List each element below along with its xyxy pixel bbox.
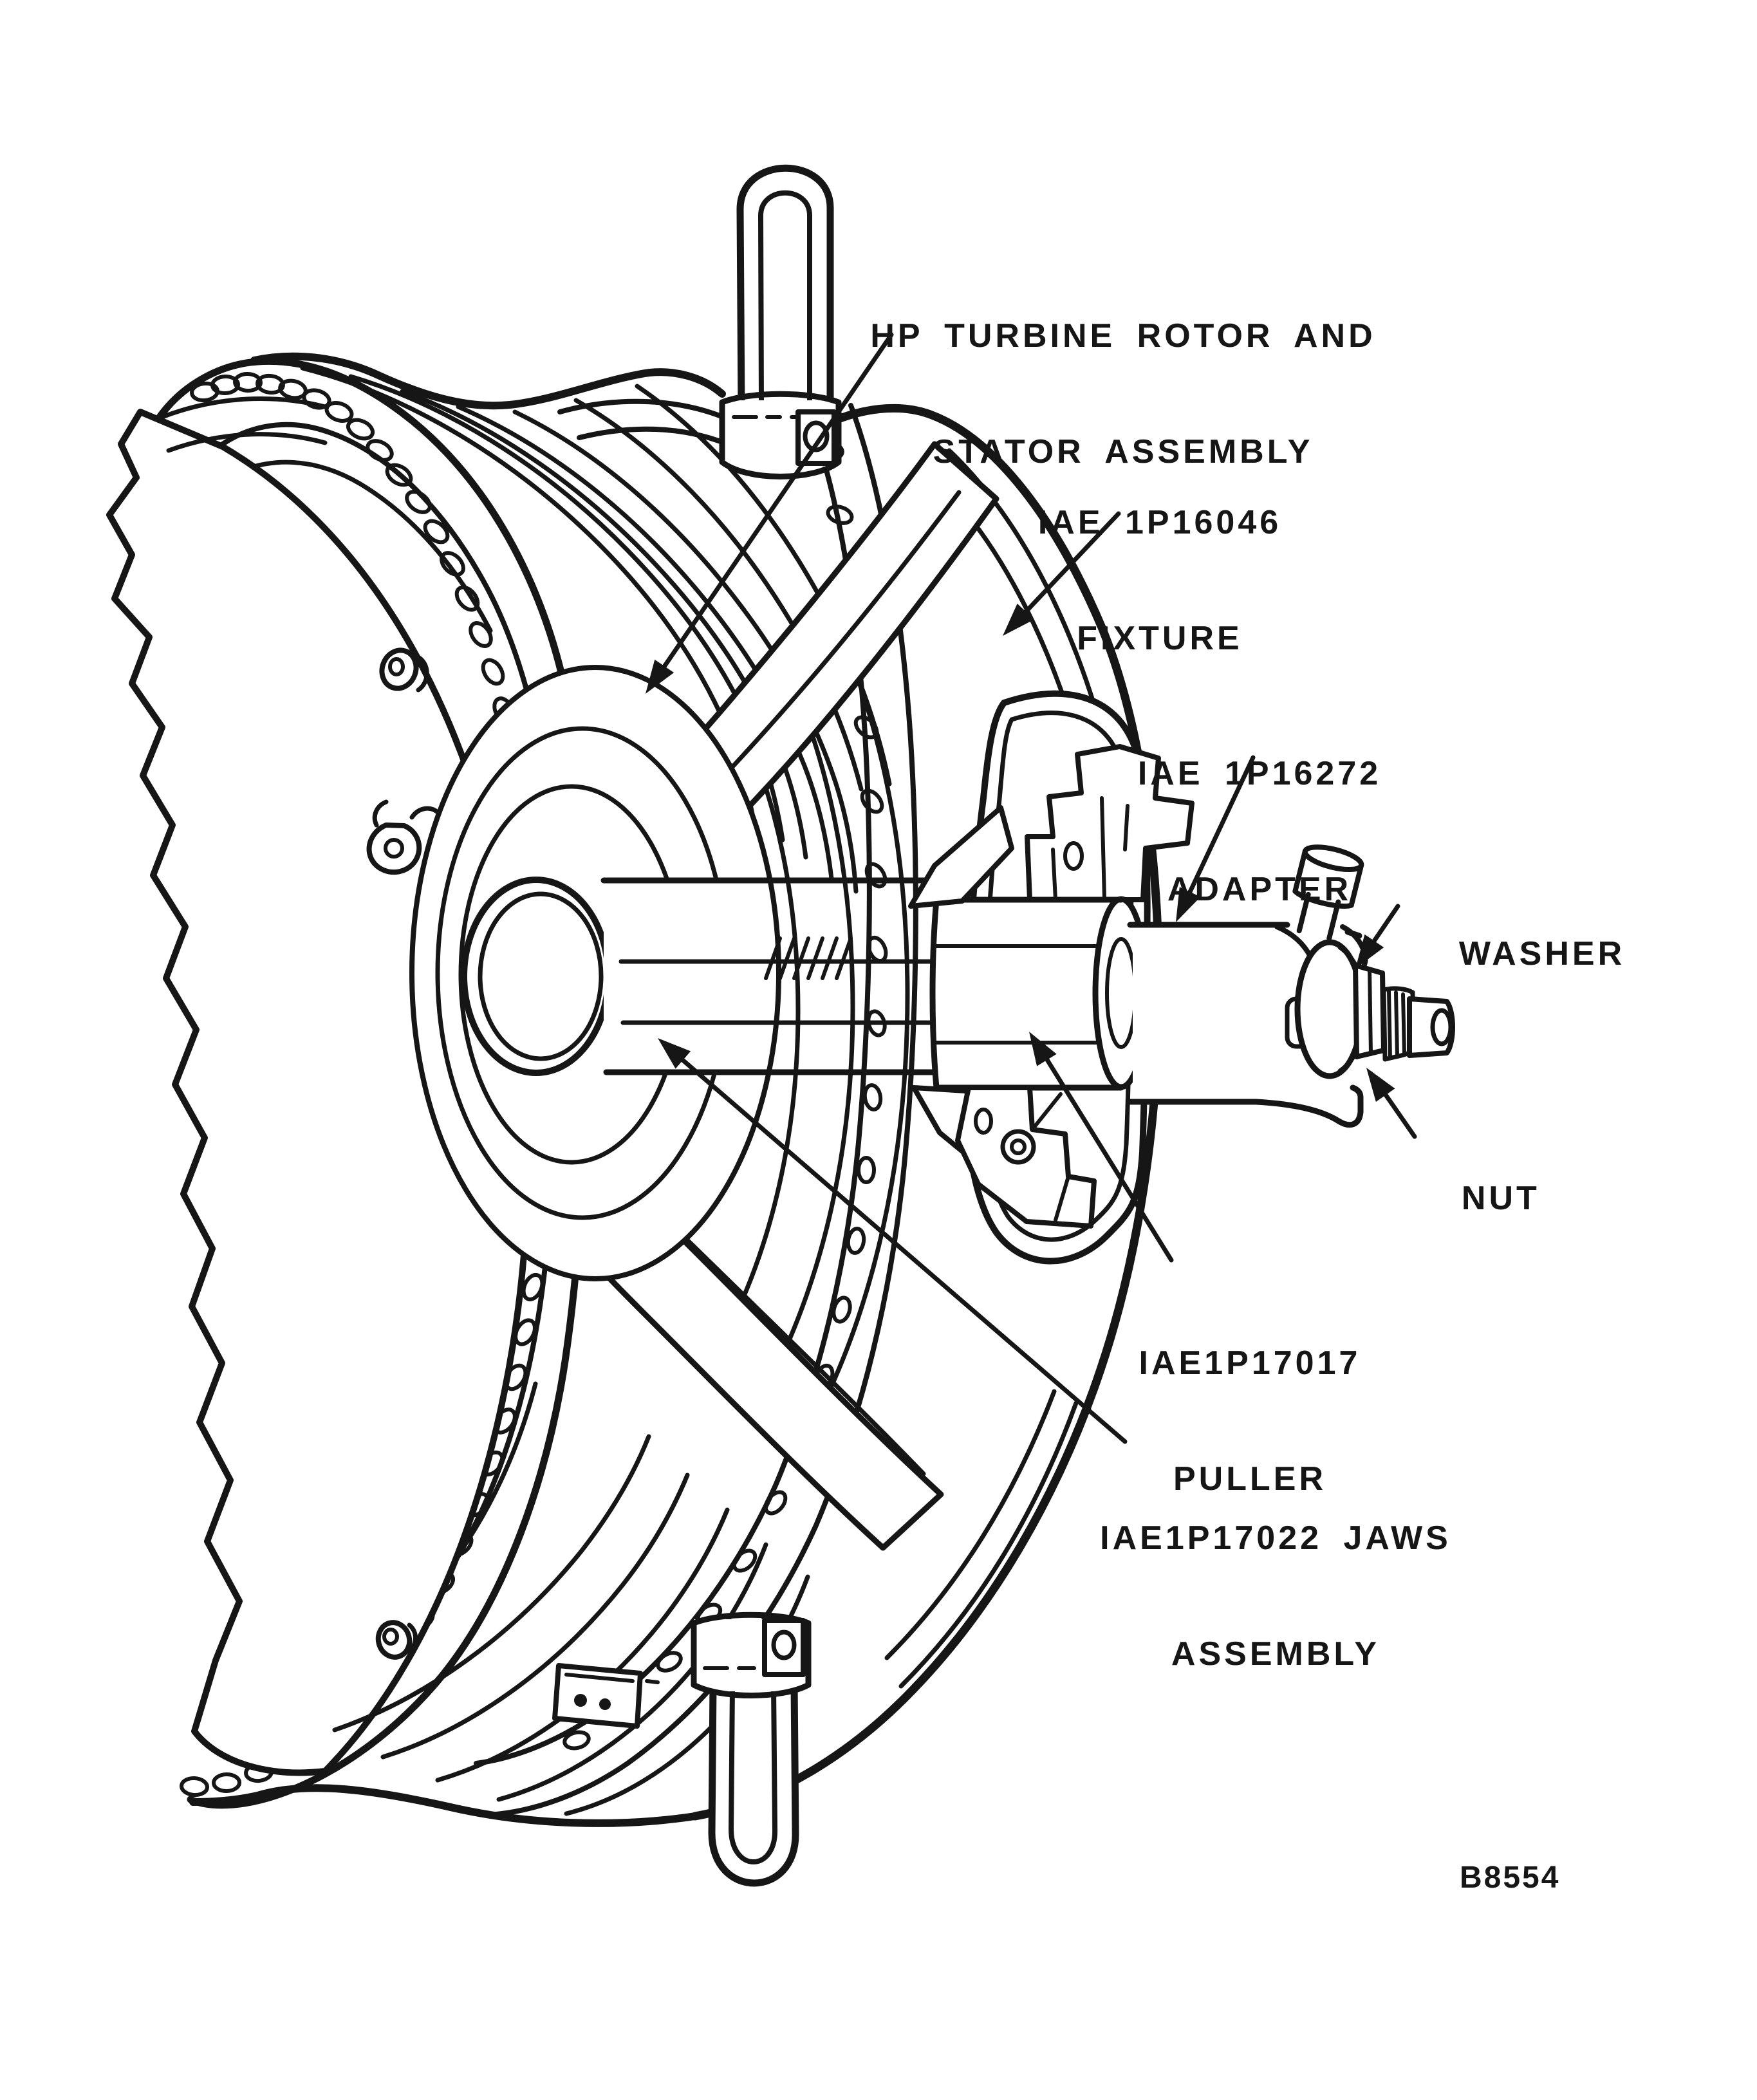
callout-hp-turbine-line1: HP TURBINE ROTOR AND: [870, 317, 1376, 355]
callout-nut-text: NUT: [1461, 1180, 1540, 1217]
hex-nut: [1353, 963, 1386, 1059]
leader-hp-turbine: [646, 332, 894, 694]
rotor-hub-cone: [409, 441, 999, 1551]
callout-nut: NUT: [1418, 1140, 1540, 1218]
lower-jaw-block: [955, 1085, 1097, 1229]
lifting-eye-bottom: [691, 1612, 812, 1887]
callout-hp-turbine: HP TURBINE ROTOR AND STATOR ASSEMBLY: [870, 239, 1375, 510]
arrowhead-icon: [646, 659, 674, 694]
hub-bore: [461, 877, 611, 1076]
arrowhead-icon: [1355, 934, 1384, 969]
callout-adapter-line2: ADAPTER: [1167, 871, 1352, 908]
callout-puller-line1: IAE1P17017: [1139, 1344, 1361, 1382]
leader-washer: [1355, 904, 1400, 969]
figure-number: B8554: [1460, 1861, 1561, 1895]
callout-adapter-line1: IAE 1P16272: [1137, 755, 1382, 792]
leader-nut: [1366, 1068, 1417, 1139]
data-plate: [552, 1663, 660, 1729]
torn-turbine-case: [106, 396, 532, 1776]
callout-puller: IAE1P17017 PULLER: [1139, 1267, 1361, 1537]
leader-fixture: [1003, 511, 1121, 636]
arrowhead-icon: [1003, 603, 1034, 636]
lifting-eye-top: [719, 164, 842, 479]
leader-puller: [1029, 1032, 1174, 1263]
rotor-shaft: [600, 877, 940, 1075]
callout-washer-text: WASHER: [1458, 935, 1626, 972]
callout-washer: WASHER: [1416, 896, 1625, 973]
upper-jaw-block: [1025, 744, 1195, 902]
callout-fixture-line1: IAE 1P16046: [1037, 504, 1282, 541]
arrowhead-icon: [1176, 887, 1201, 922]
threaded-shaft-end: [1381, 986, 1455, 1062]
callout-hp-turbine-line2: STATOR ASSEMBLY: [933, 433, 1314, 470]
callout-fixture-line2: FIXTURE: [1077, 620, 1243, 657]
callout-jaws: IAE1P17022 JAWS ASSEMBLY: [1100, 1442, 1451, 1712]
arrowhead-icon: [1029, 1032, 1057, 1066]
callout-puller-line2: PULLER: [1173, 1460, 1326, 1498]
leader-jaws: [658, 1038, 1128, 1444]
callout-jaws-line2: ASSEMBLY: [1171, 1635, 1380, 1673]
leader-lines: [646, 332, 1417, 1444]
arrowhead-icon: [658, 1038, 691, 1069]
callout-adapter: IAE 1P16272 ADAPTER: [1138, 677, 1381, 947]
callout-fixture: IAE 1P16046 FIXTURE: [1038, 426, 1281, 696]
arrowhead-icon: [1366, 1068, 1395, 1102]
callout-jaws-line1: IAE1P17022 JAWS: [1100, 1519, 1451, 1557]
leader-adapter: [1176, 755, 1256, 922]
